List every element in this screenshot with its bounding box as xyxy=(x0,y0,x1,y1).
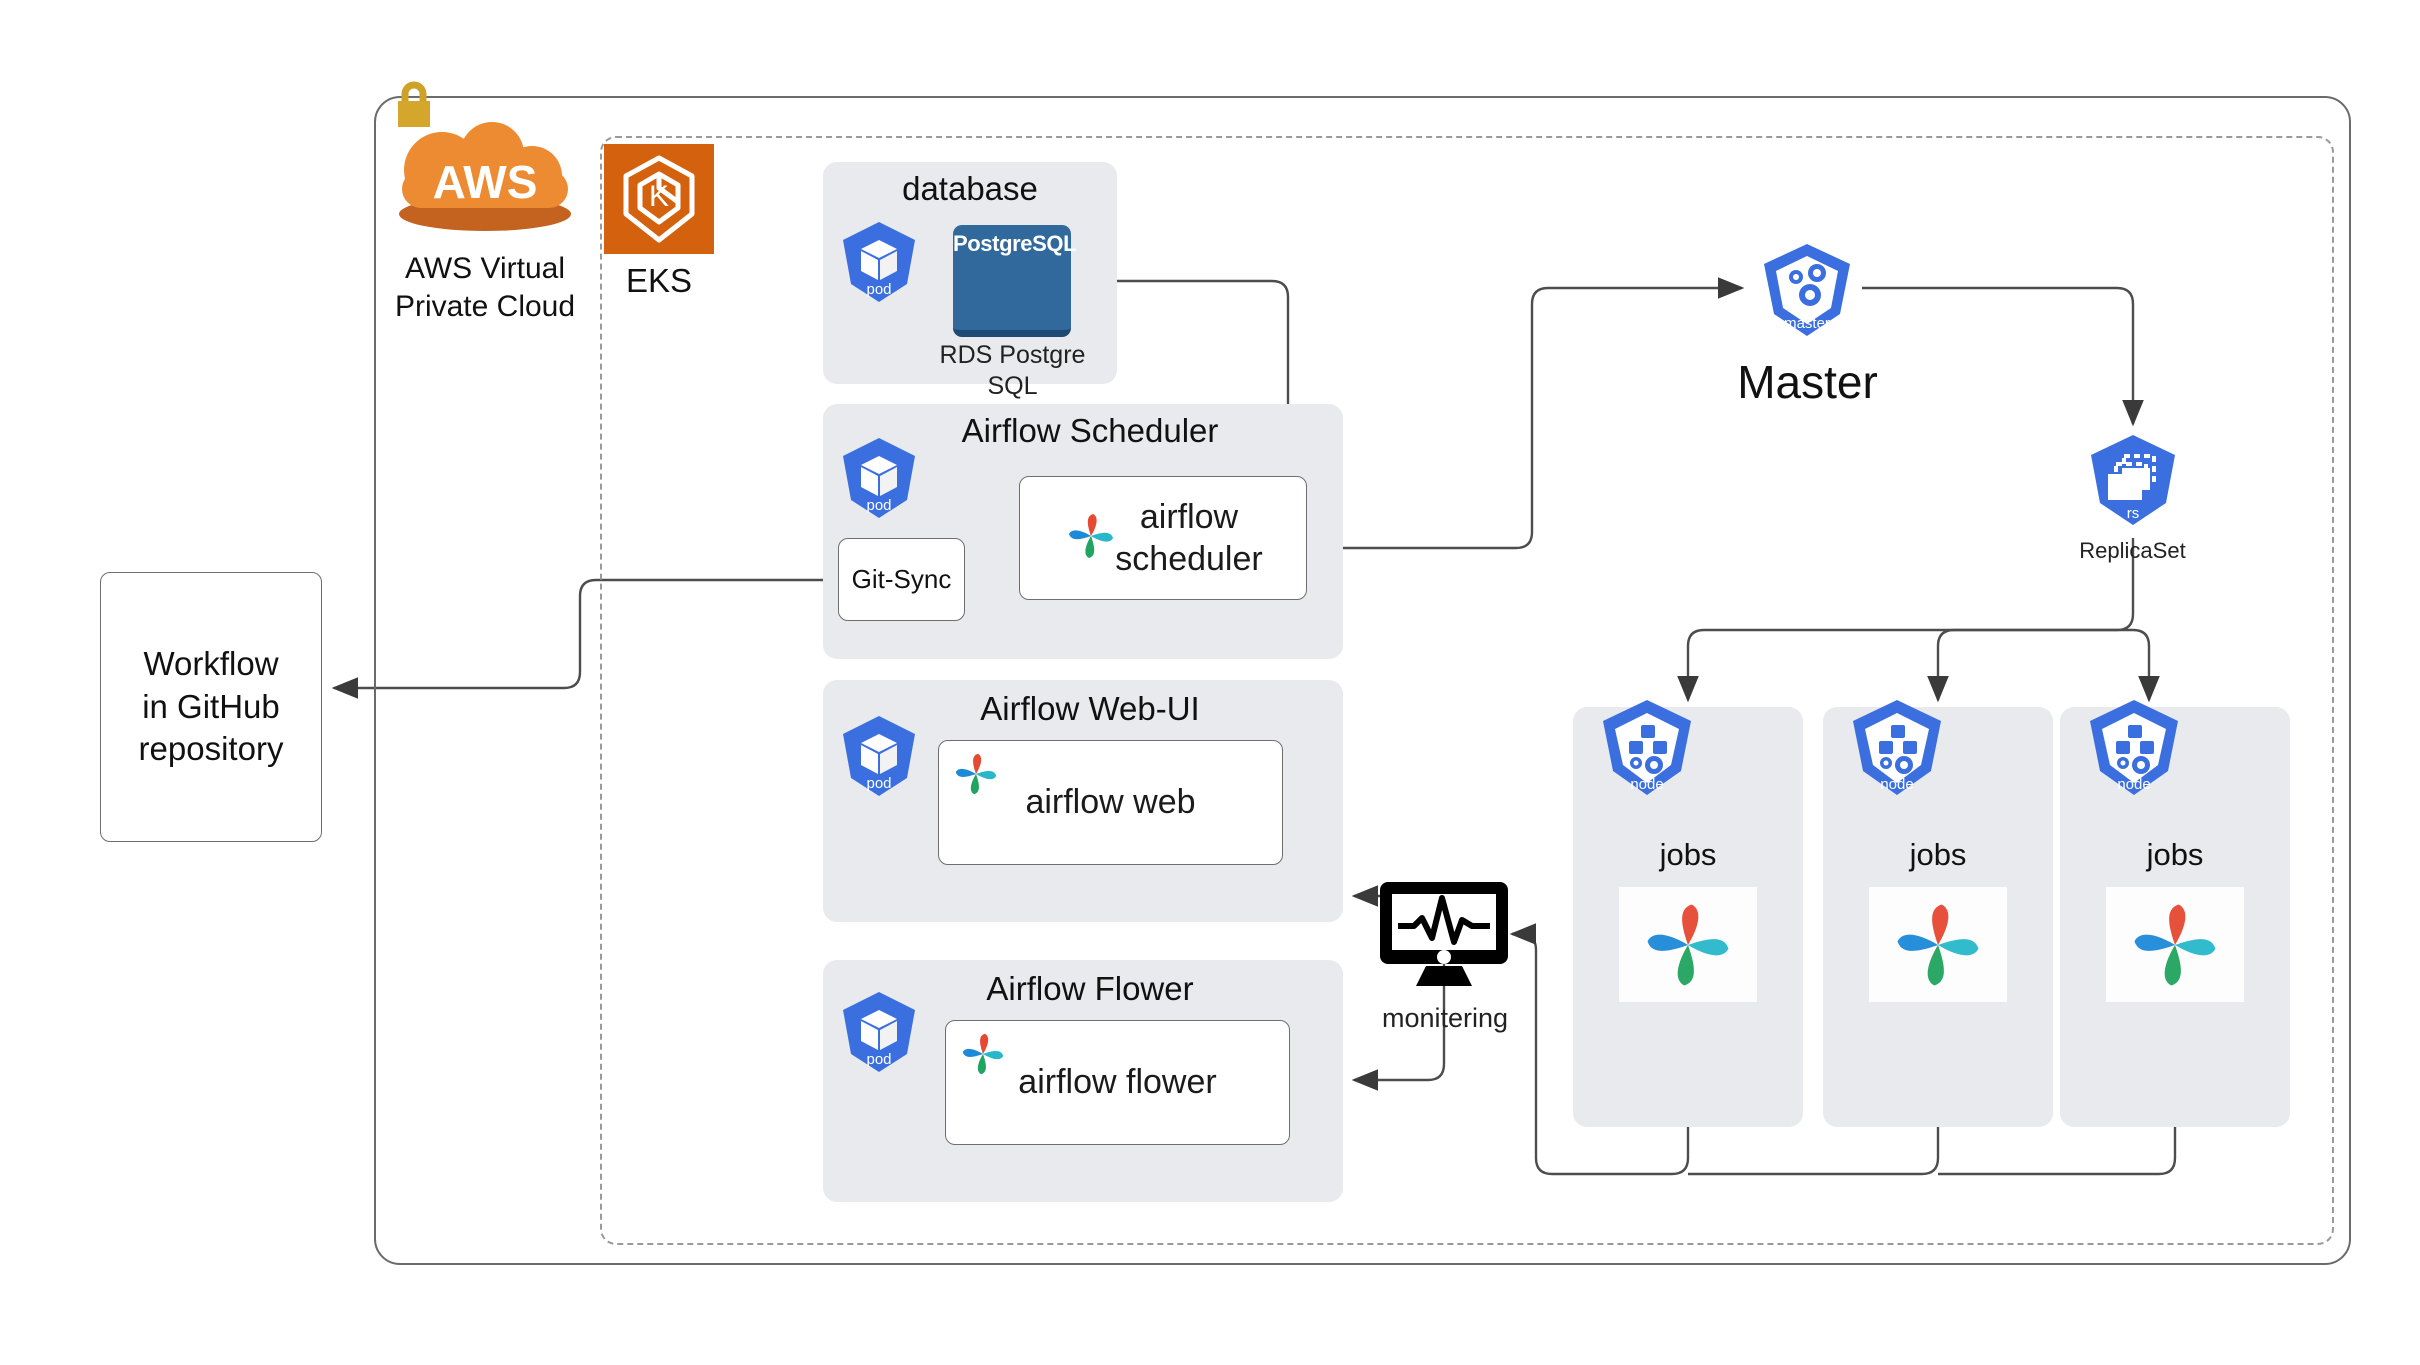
padlock-icon xyxy=(392,78,436,130)
pod-icon-flower: pod xyxy=(833,988,925,1088)
kubernetes-node-icon: node xyxy=(1841,697,1953,809)
db-caption-line1: RDS Postgre xyxy=(939,341,1086,369)
airflow-pinwheel-icon xyxy=(2106,887,2244,1002)
airflow-web-card[interactable]: airflow web xyxy=(938,740,1283,865)
kubernetes-master-gears-icon: master xyxy=(1752,240,1862,350)
workflow-line3: repository xyxy=(138,730,284,768)
jobs-title: jobs xyxy=(2146,837,2204,872)
git-sync-box[interactable]: Git-Sync xyxy=(838,538,965,621)
monitoring-label: monitering xyxy=(1381,1003,1509,1033)
aws-cloud-icon: AWS xyxy=(380,118,590,233)
airflow-flower-label: airflow flower xyxy=(1018,1063,1217,1102)
airflow-web-label: airflow web xyxy=(1025,783,1196,822)
eks-label: EKS xyxy=(625,262,693,299)
eks-icon: K xyxy=(604,144,714,254)
master-title: Master xyxy=(1737,356,1878,408)
svg-text:node: node xyxy=(1880,776,1913,793)
database-caption: RDS Postgre SQL xyxy=(930,340,1095,401)
node-badge-label: node xyxy=(1630,776,1663,793)
airflow-flower-card[interactable]: airflow flower xyxy=(945,1020,1290,1145)
jobs-title: jobs xyxy=(1909,837,1967,872)
svg-text:pod: pod xyxy=(866,775,891,792)
database-group-title: database xyxy=(902,170,1038,207)
airflow-pinwheel-icon xyxy=(960,1031,1006,1077)
vpc-caption: AWS Virtual Private Cloud xyxy=(370,250,600,325)
db-caption-line2: SQL xyxy=(987,371,1038,400)
scheduler-group-title: Airflow Scheduler xyxy=(961,412,1219,449)
svg-text:AWS: AWS xyxy=(433,156,538,208)
jobs-column: node jobs xyxy=(1823,700,2053,1127)
airflow-pinwheel-icon xyxy=(1619,887,1757,1002)
aws-vpc-boundary xyxy=(374,96,2351,1265)
git-sync-label: Git-Sync xyxy=(851,564,952,594)
jobs-column: node jobs xyxy=(2060,700,2290,1127)
scheduler-card-line2: scheduler xyxy=(1115,540,1263,578)
airflow-pinwheel-icon xyxy=(953,751,999,797)
flower-group-title: Airflow Flower xyxy=(986,970,1194,1007)
svg-text:pod: pod xyxy=(866,497,891,514)
jobs-column: node jobs xyxy=(1573,700,1803,1127)
pod-badge-label: pod xyxy=(866,281,891,298)
pod-icon-webui: pod xyxy=(833,712,925,812)
jobs-title: jobs xyxy=(1659,837,1717,872)
pod-icon-database: pod xyxy=(833,218,925,318)
workflow-github-box[interactable]: Workflow in GitHub repository xyxy=(100,572,322,842)
eks-cluster-boundary xyxy=(600,136,2334,1245)
airflow-pinwheel-icon xyxy=(1869,887,2007,1002)
vpc-caption-line1: AWS Virtual xyxy=(404,252,566,285)
svg-text:K: K xyxy=(649,180,669,213)
replicaset-caption: ReplicaSet xyxy=(2079,538,2186,563)
pod-icon-scheduler: pod xyxy=(833,434,925,534)
kubernetes-replicaset-icon: rs xyxy=(2080,432,2186,538)
kubernetes-node-icon: node xyxy=(1591,697,1703,809)
airflow-pinwheel-icon xyxy=(1066,511,1116,561)
airflow-scheduler-card[interactable]: airflow scheduler xyxy=(1019,476,1307,600)
svg-text:node: node xyxy=(2117,776,2150,793)
postgresql-label: PostgreSQL xyxy=(953,231,1077,256)
svg-text:pod: pod xyxy=(866,1051,891,1068)
rs-badge-label: rs xyxy=(2127,505,2140,522)
workflow-line1: Workflow xyxy=(143,644,279,682)
postgresql-tile[interactable]: PostgreSQL xyxy=(953,225,1077,337)
vpc-caption-line2: Private Cloud xyxy=(394,289,576,323)
webui-group-title: Airflow Web-UI xyxy=(980,690,1200,727)
scheduler-card-line1: airflow xyxy=(1139,497,1239,536)
master-badge-label: master xyxy=(1784,315,1830,332)
kubernetes-node-icon: node xyxy=(2078,697,2190,809)
workflow-line2: in GitHub xyxy=(142,687,280,725)
monitor-pulse-icon xyxy=(1378,880,1510,988)
